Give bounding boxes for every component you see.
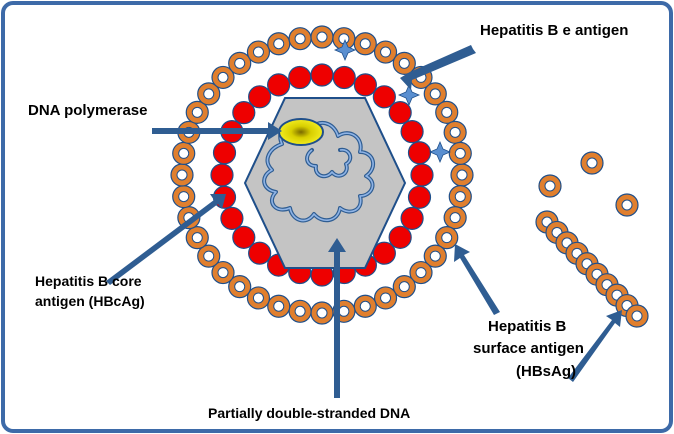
free-spherical-particle — [538, 174, 562, 198]
surface-antigen-particle — [228, 51, 252, 75]
label-dna-polymerase: DNA polymerase — [28, 102, 148, 119]
label-core-antigen-1: Hepatitis B core — [35, 273, 142, 289]
core-antigen-particle — [248, 85, 272, 109]
arrow-surface-antigen — [454, 244, 500, 315]
surface-antigen-particle — [172, 141, 196, 166]
surface-antigen-particle — [448, 141, 472, 166]
core-antigen-particle — [212, 141, 237, 165]
surface-antigen-particle — [246, 286, 271, 310]
surface-antigen-particle — [353, 32, 377, 56]
surface-antigen-particle — [332, 27, 356, 51]
core-antigen-particle — [288, 65, 312, 90]
core-antigen-particle — [407, 141, 432, 165]
label-e-antigen: Hepatitis B e antigen — [480, 22, 628, 39]
core-antigen-particle — [310, 63, 334, 87]
arrow-dna — [328, 238, 346, 398]
core-antigen-particle — [400, 206, 424, 230]
surface-antigen-particle — [392, 275, 416, 299]
surface-antigen-particle — [197, 244, 221, 268]
surface-antigen-particle — [288, 27, 312, 51]
label-core-antigen-2: antigen (HBcAg) — [35, 293, 145, 309]
surface-antigen-particle — [197, 82, 221, 106]
surface-antigen-particle — [409, 260, 433, 285]
label-surface-antigen-2: surface antigen — [473, 340, 584, 357]
dna-polymerase-ellipse — [278, 118, 324, 146]
four-point-star-icon — [397, 83, 421, 107]
label-dna: Partially double-stranded DNA — [208, 405, 410, 421]
core-antigen-particle — [332, 65, 356, 90]
surface-antigen-particle — [373, 40, 398, 64]
surface-antigen-particle — [228, 275, 252, 299]
surface-antigen-particle — [211, 65, 235, 90]
core-antigen-particle — [388, 225, 412, 249]
core-antigen-particle — [353, 73, 377, 97]
surface-antigen-particle — [246, 40, 271, 64]
core-antigen-particle — [372, 241, 396, 265]
core-antigen-particle — [372, 85, 396, 109]
e-antigen-markers — [333, 38, 452, 164]
surface-antigen-particle — [170, 163, 194, 187]
pointer-arrows — [106, 45, 622, 398]
surface-antigen-particle — [267, 32, 291, 56]
core-antigen-particle — [400, 120, 424, 144]
surface-antigen-particle — [448, 184, 472, 209]
surface-antigen-envelope — [170, 25, 474, 325]
surface-antigen-particle — [392, 51, 416, 75]
surface-antigen-particle — [310, 25, 334, 49]
core-antigen-particle — [267, 73, 291, 97]
arrow-e-antigen — [400, 45, 476, 90]
surface-antigen-particle — [211, 260, 235, 285]
surface-antigen-particle — [443, 206, 467, 230]
core-antigen-particle — [407, 185, 432, 209]
label-surface-antigen-3: (HBsAg) — [516, 363, 576, 380]
surface-antigen-particle — [185, 226, 209, 250]
four-point-star-icon — [428, 140, 452, 164]
surface-antigen-particle — [267, 294, 291, 318]
surface-antigen-particle — [423, 244, 447, 268]
surface-antigen-particle — [443, 120, 467, 144]
core-antigen-particle — [248, 241, 272, 265]
surface-antigen-particle — [423, 82, 447, 106]
free-spherical-particle — [615, 193, 639, 217]
filament-particle — [625, 304, 649, 328]
surface-antigen-particle — [450, 163, 474, 187]
dna-strand-inner — [263, 122, 374, 222]
core-antigen-particle — [232, 101, 256, 125]
four-point-star-icon — [333, 38, 357, 62]
free-spherical-particle — [580, 151, 604, 175]
surface-antigen-particle — [310, 301, 334, 325]
core-antigen-particle — [220, 206, 244, 230]
core-antigen-particle — [210, 163, 234, 187]
surface-antigen-particle — [172, 184, 196, 209]
surface-antigen-particle — [435, 100, 459, 124]
core-antigen-particle — [388, 101, 412, 125]
core-antigen-particle — [232, 225, 256, 249]
arrow-free-particles — [568, 310, 622, 382]
surface-antigen-particle — [373, 286, 398, 310]
core-antigen-ring — [210, 63, 434, 287]
arrow-dna-polymerase — [152, 122, 282, 140]
surface-antigen-particle — [288, 299, 312, 323]
surface-antigen-particle — [185, 100, 209, 124]
surface-antigen-particle — [353, 294, 377, 318]
core-antigen-particle — [410, 163, 434, 187]
surface-antigen-particle — [435, 226, 459, 250]
arrow-core-antigen — [106, 194, 226, 285]
label-surface-antigen-1: Hepatitis B — [488, 318, 567, 335]
